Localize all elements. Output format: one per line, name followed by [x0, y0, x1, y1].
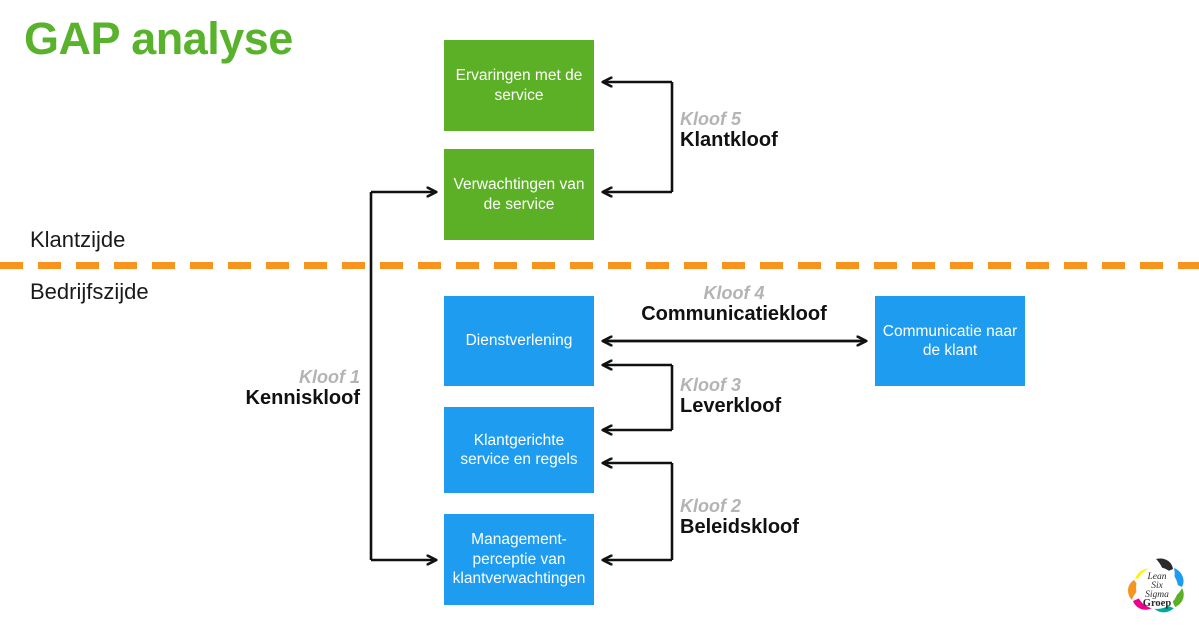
gap5-number: Kloof 5 — [680, 109, 741, 129]
logo-petals — [1128, 558, 1184, 613]
node-verwachtingen-van-de-service[interactable]: Verwachtingen van de service — [444, 149, 594, 240]
lean-six-sigma-groep-logo: Lean Six Sigma Groep — [1120, 552, 1192, 624]
side-label-bedrijfszijde: Bedrijfszijde — [30, 279, 149, 304]
svg-text:Groep: Groep — [1143, 598, 1172, 609]
node-klantgerichte-service-en-regels[interactable]: Klantgerichte service en regels — [444, 407, 594, 493]
node-communicatie-naar-de-klant[interactable]: Communicatie naar de klant — [875, 296, 1025, 386]
svg-text:Lean: Lean — [1147, 572, 1167, 582]
gap-label-gap4: Kloof 4 Communicatiekloof — [608, 283, 860, 326]
page-title: GAP analyse — [24, 13, 293, 64]
svg-text:Six: Six — [1151, 581, 1163, 591]
svg-text:Sigma: Sigma — [1145, 590, 1169, 600]
gap5-name: Klantkloof — [680, 129, 778, 152]
side-label-klantzijde: Klantzijde — [30, 227, 126, 252]
gap-label-gap5: Kloof 5 Klantkloof — [680, 109, 778, 152]
gap2-number: Kloof 2 — [680, 496, 741, 516]
node-ervaringen-met-de-service[interactable]: Ervaringen met de service — [444, 40, 594, 131]
gap4-name: Communicatiekloof — [641, 303, 827, 326]
arrow-gap1 — [369, 192, 436, 560]
logo-text: Lean Six Sigma Groep — [1143, 572, 1172, 609]
gap2-name: Beleidskloof — [680, 516, 799, 539]
gap3-number: Kloof 3 — [680, 375, 741, 395]
node-managementperceptie-van-klantverwachtingen[interactable]: Management-perceptie van klantverwachtin… — [444, 514, 594, 605]
gap4-number: Kloof 4 — [703, 283, 765, 303]
gap-label-gap1: Kloof 1 Kenniskloof — [120, 367, 360, 410]
arrow-gap5 — [603, 82, 674, 192]
gap1-name: Kenniskloof — [245, 387, 360, 410]
gap-label-gap2: Kloof 2 Beleidskloof — [680, 496, 799, 539]
arrow-gap3 — [603, 365, 674, 430]
node-dienstverlening[interactable]: Dienstverlening — [444, 296, 594, 386]
gap3-name: Leverkloof — [680, 395, 782, 418]
gap-label-gap3: Kloof 3 Leverkloof — [680, 375, 781, 418]
gap1-number: Kloof 1 — [299, 367, 360, 387]
arrow-gap2 — [603, 463, 674, 560]
customer-company-divider — [0, 262, 1199, 269]
